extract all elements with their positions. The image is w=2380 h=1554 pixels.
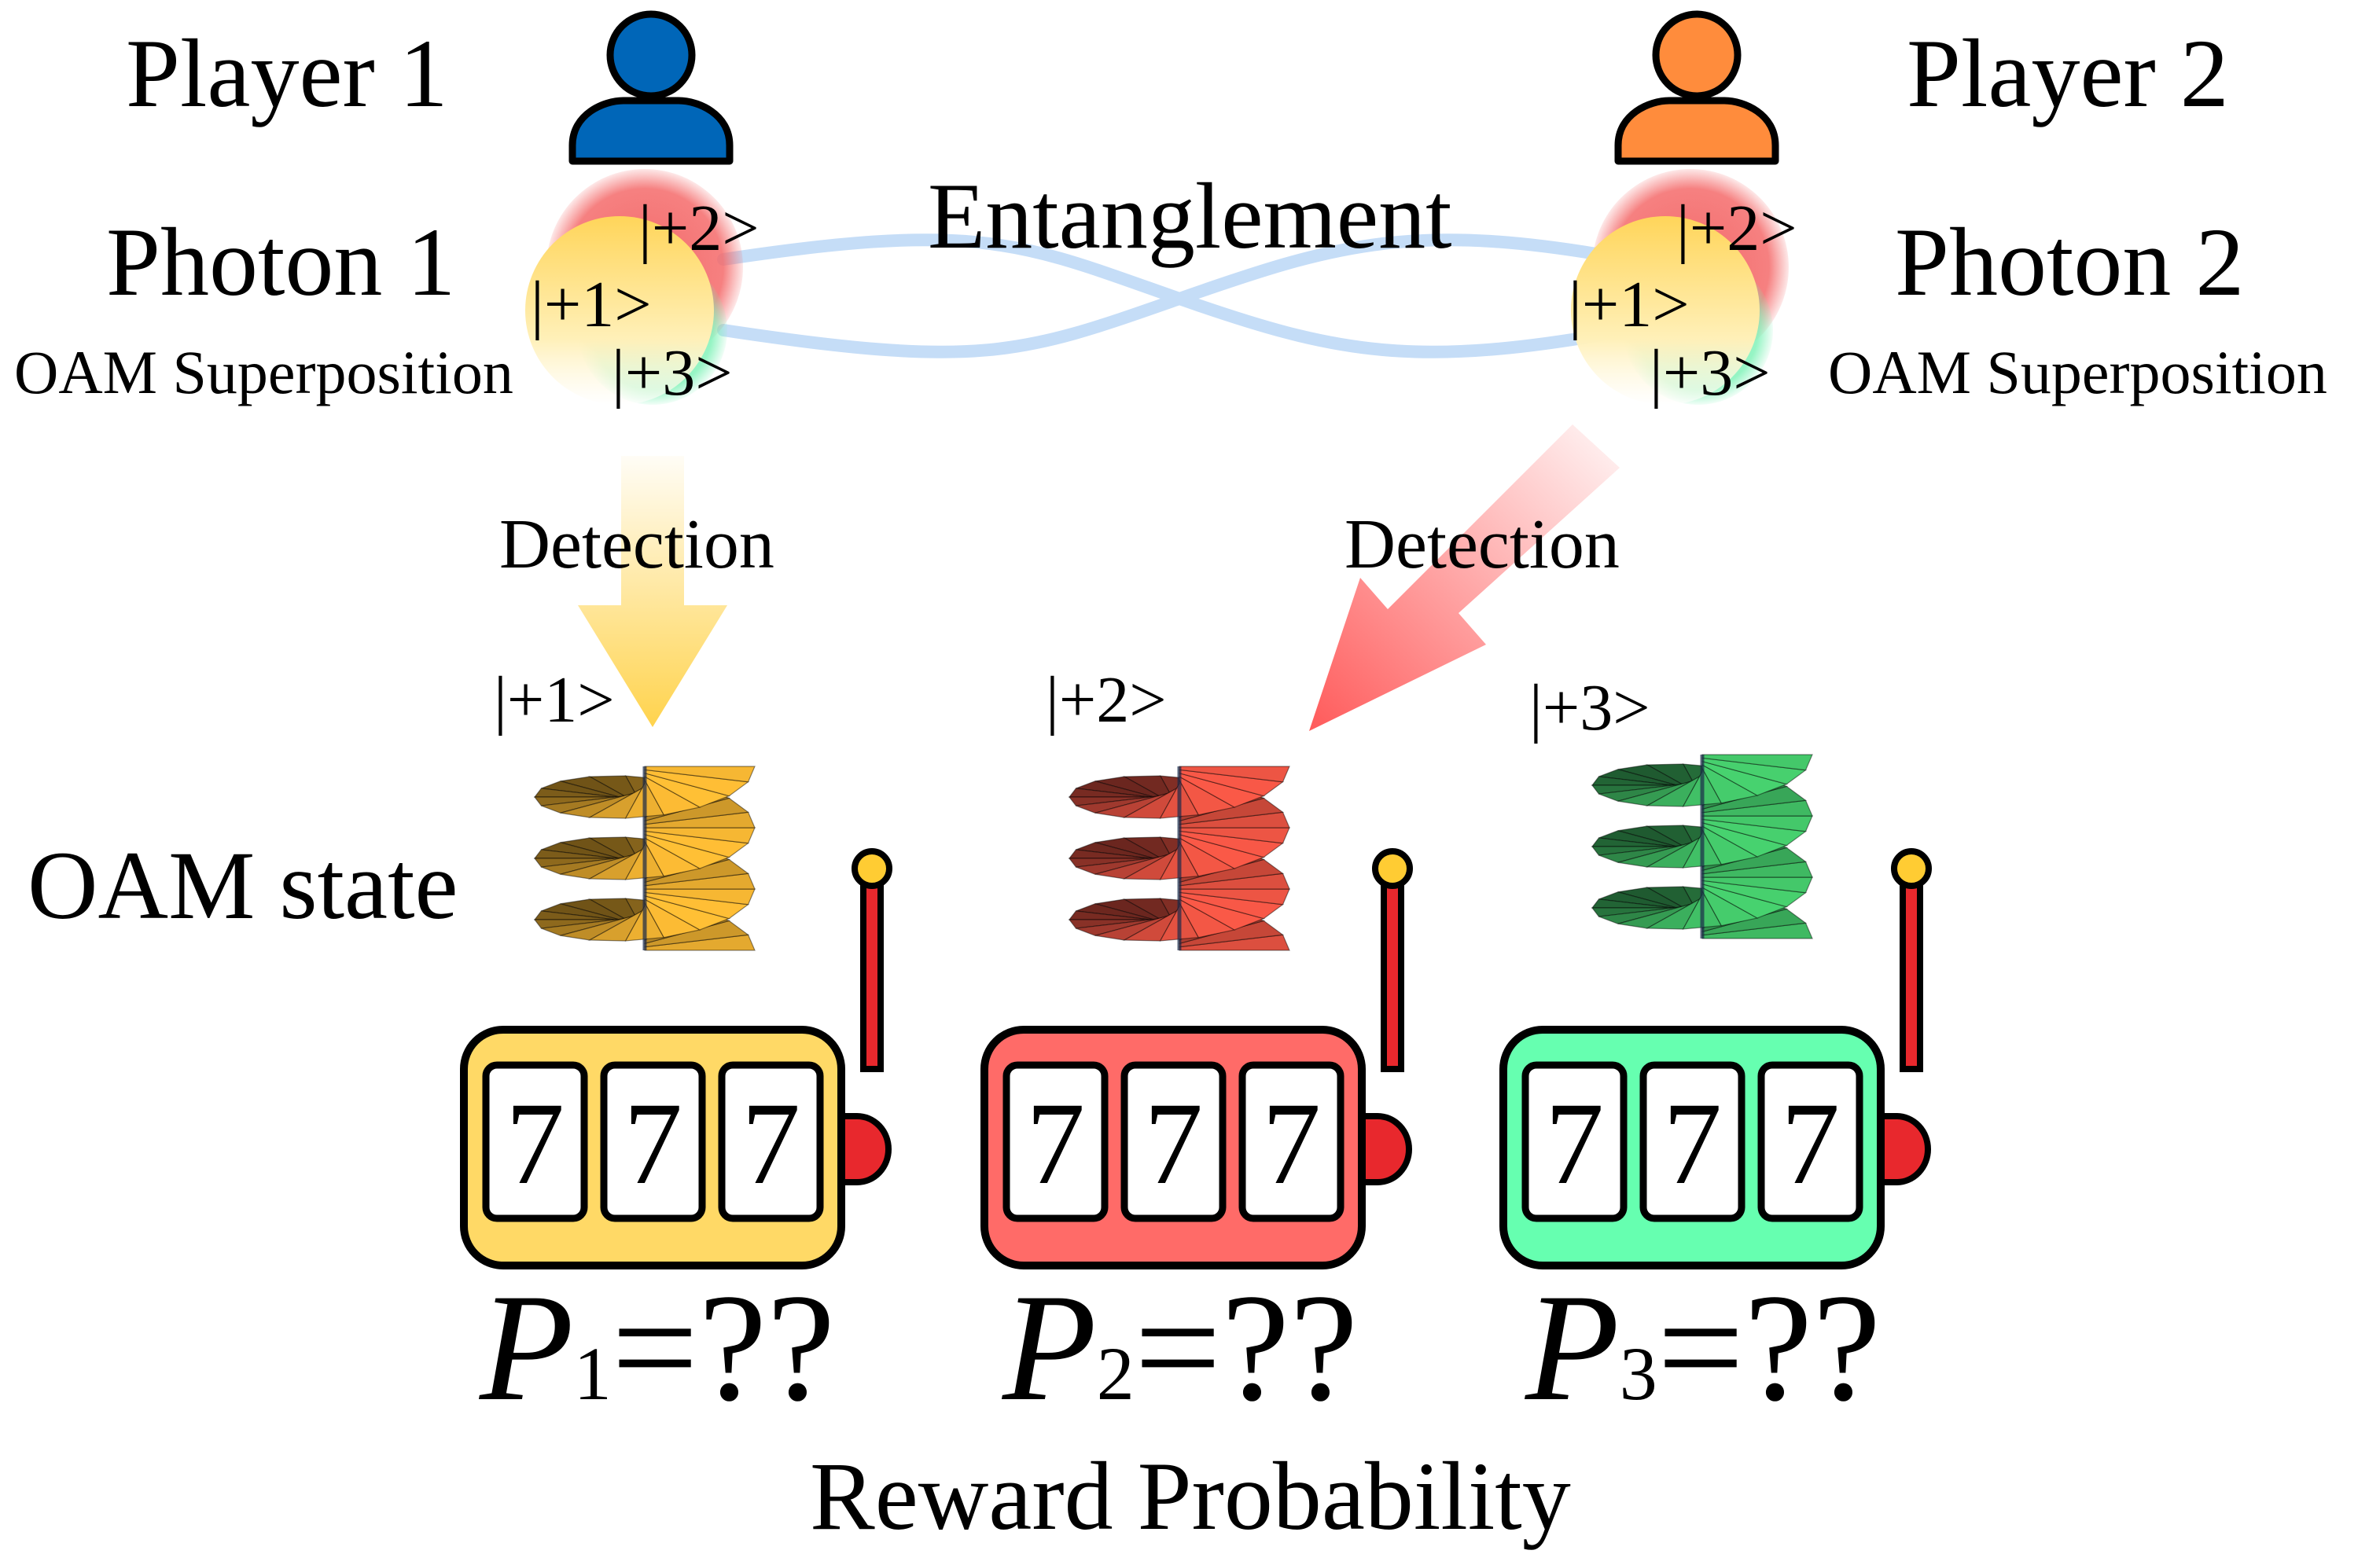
- slot-machine-3-lever-base: [1878, 1113, 1931, 1185]
- photon-2-label: Photon 2: [1895, 208, 2244, 316]
- probability-3: P3=??: [1524, 1262, 1881, 1433]
- photon-1-ket-2: |+2>: [638, 192, 760, 265]
- slot-machine-1-lever-base: [838, 1113, 892, 1185]
- detection-arrow-1: [578, 456, 727, 727]
- entanglement-label: Entanglement: [928, 163, 1451, 268]
- photon-1-ket-3: |+3>: [612, 336, 733, 410]
- slot-machine-2-lever-knob: [1372, 848, 1413, 889]
- oam-state-3-ket: |+3>: [1529, 671, 1650, 744]
- oam-state-3-helix: [1591, 754, 1813, 939]
- probability-1-symbol: P: [478, 1262, 574, 1433]
- probability-3-value: =??: [1657, 1262, 1882, 1433]
- slot-machine-2-lever: [1381, 877, 1404, 1072]
- slot-machine-1-lever: [860, 877, 884, 1072]
- probability-1-value: =??: [612, 1262, 836, 1433]
- slot-machine-1-reel-3-symbol: 7: [741, 1078, 800, 1209]
- player-1-person-icon: [568, 10, 734, 165]
- slot-machine-1-reel-1: [482, 1061, 588, 1222]
- oam-state-label: OAM state: [28, 832, 458, 939]
- slot-machine-2-reel-2-symbol: 7: [1144, 1078, 1203, 1209]
- detection-label-2: Detection: [1344, 505, 1620, 583]
- reward-probability-label: Reward Probability: [810, 1442, 1571, 1550]
- slot-machine-2-lever-base: [1359, 1113, 1412, 1185]
- probability-1-index: 1: [574, 1332, 612, 1416]
- probability-2-value: =??: [1135, 1262, 1359, 1433]
- photon-1-ket-1: |+1>: [531, 268, 652, 341]
- photon-2-superposition: [1571, 169, 1789, 405]
- slot-machine-3-reel-2: [1639, 1061, 1745, 1222]
- slot-machine-2-reel-3: [1238, 1061, 1344, 1222]
- slot-machine-3-lever: [1900, 877, 1923, 1072]
- slot-machine-3-reel-2-symbol: 7: [1663, 1078, 1722, 1209]
- probability-1: P1=??: [478, 1262, 835, 1433]
- detection-label-1: Detection: [499, 505, 774, 583]
- probability-2-index: 2: [1097, 1332, 1135, 1416]
- slot-machine-3-reel-1: [1521, 1061, 1628, 1222]
- slot-machine-1-reel-3: [718, 1061, 824, 1222]
- photon-1-superposition: [525, 169, 743, 405]
- detection-arrow-2: [1309, 424, 1620, 731]
- player-2-person-icon: [1614, 10, 1779, 165]
- photon-1-sublabel: OAM Superposition: [14, 338, 513, 406]
- slot-machine-1-reel-1-symbol: 7: [506, 1078, 565, 1209]
- slot-machine-1-reel-2-symbol: 7: [624, 1078, 682, 1209]
- photon-1-label: Photon 1: [106, 208, 455, 316]
- probability-2-symbol: P: [1001, 1262, 1097, 1433]
- photon-2-sublabel: OAM Superposition: [1828, 338, 2327, 406]
- slot-machine-2-reel-1-symbol: 7: [1026, 1078, 1085, 1209]
- photon-2-ket-1: |+1>: [1569, 268, 1690, 341]
- oam-state-1-ket: |+1>: [494, 663, 615, 737]
- photon-2-ket-3: |+3>: [1650, 336, 1771, 410]
- probability-3-index: 3: [1620, 1332, 1657, 1416]
- slot-machine-1-reel-2: [600, 1061, 706, 1222]
- photon-1-ket-1-blob: [525, 216, 714, 405]
- probability-2: P2=??: [1001, 1262, 1358, 1433]
- photon-2-ket-1-blob: [1571, 216, 1760, 405]
- slot-machine-2-reel-2: [1120, 1061, 1227, 1222]
- slot-machine-1-lever-knob: [852, 848, 892, 889]
- oam-state-2-helix: [1068, 766, 1290, 951]
- photon-2-ket-2: |+2>: [1676, 192, 1797, 265]
- slot-machine-3-reel-3: [1757, 1061, 1863, 1222]
- slot-machine-2-reel-3-symbol: 7: [1262, 1078, 1321, 1209]
- slot-machine-2-reel-1: [1002, 1061, 1109, 1222]
- probability-3-symbol: P: [1524, 1262, 1620, 1433]
- player-2-label: Player 2: [1907, 20, 2229, 127]
- slot-machine-3-reel-3-symbol: 7: [1781, 1078, 1840, 1209]
- player-1-label: Player 1: [126, 20, 448, 127]
- oam-state-1-helix: [533, 766, 756, 951]
- slot-machine-3-reel-1-symbol: 7: [1545, 1078, 1604, 1209]
- oam-state-2-ket: |+2>: [1046, 663, 1167, 737]
- entanglement-link: [717, 233, 1634, 358]
- slot-machine-3-lever-knob: [1891, 848, 1932, 889]
